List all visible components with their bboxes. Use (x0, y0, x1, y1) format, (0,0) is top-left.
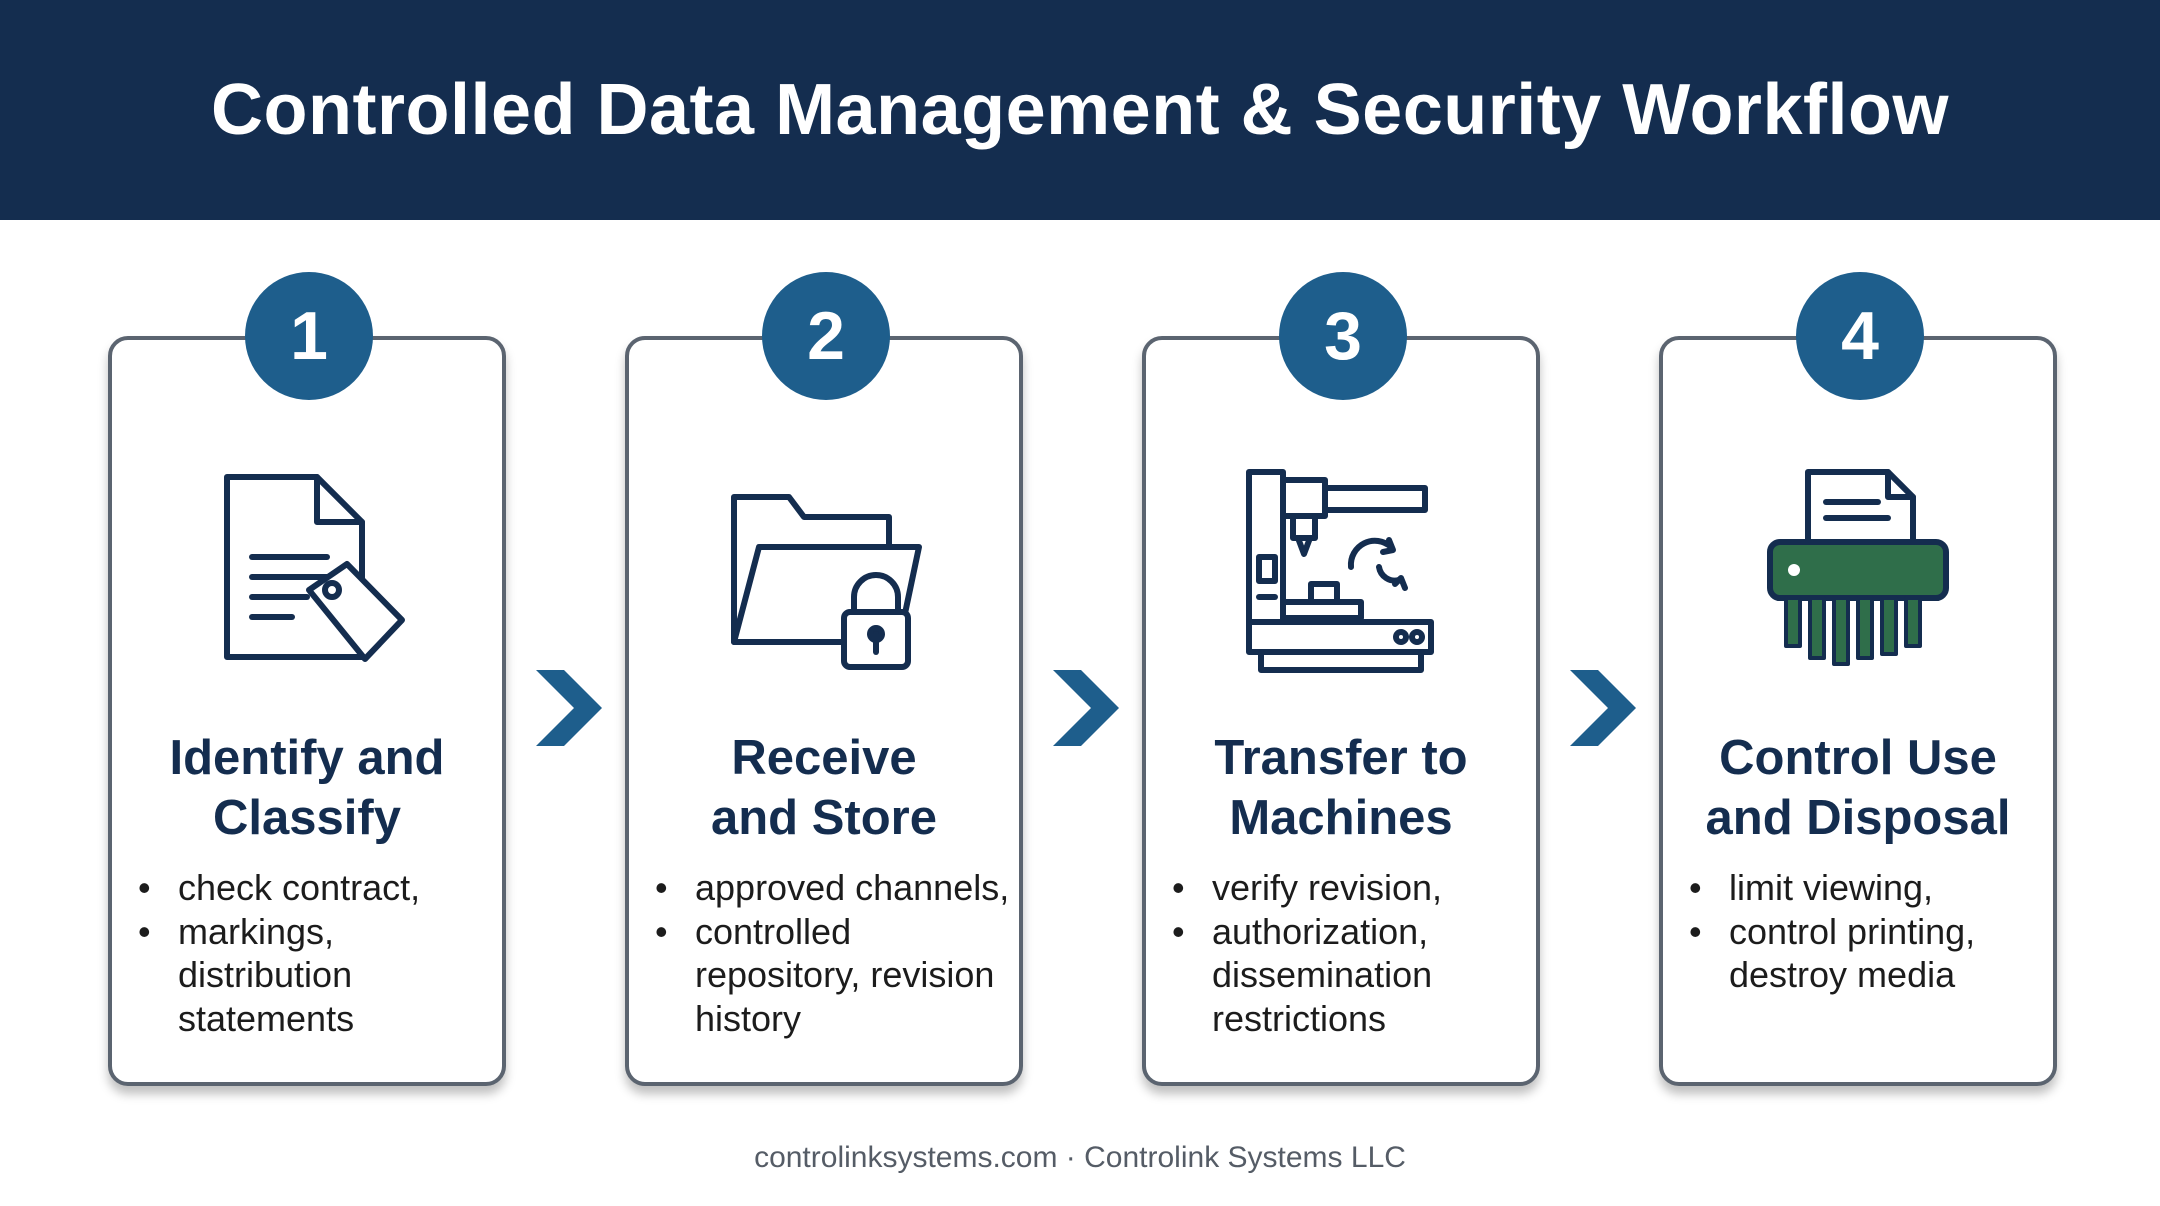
chevron-right-icon (536, 670, 602, 746)
folder-lock-icon (731, 494, 922, 670)
step-card-4 (1659, 336, 2057, 1086)
header-banner: Controlled Data Management & Security Wo… (0, 0, 2160, 220)
step-title-1: Identify and Classify (108, 728, 506, 848)
step-title-2-line-1: Receive (731, 731, 917, 785)
bullet-item: controlled (655, 910, 1009, 954)
bullet-item: authorization, (1172, 910, 1442, 954)
step-card-3 (1142, 336, 1540, 1086)
step-title-2: Receive and Store (625, 728, 1023, 848)
chevron-right-icon (1570, 670, 1636, 746)
bullet-item: control printing, (1689, 910, 1975, 954)
step-title-4-line-2: and Disposal (1705, 791, 2011, 845)
step-number-badge-3: 3 (1279, 272, 1407, 400)
page-title: Controlled Data Management & Security Wo… (211, 70, 1949, 150)
bullet-continuation: repository, revision (695, 954, 995, 995)
chevron-right-icon (1053, 670, 1119, 746)
bullet-continuation: history (695, 997, 802, 1039)
step-title-3: Transfer to Machines (1142, 728, 1540, 848)
bullet-continuation: destroy media (1729, 954, 1956, 995)
bullet-continuation: statements (178, 997, 355, 1039)
step-number-badge-2: 2 (762, 272, 890, 400)
step-bullets-4: limit viewing, control printing, destroy… (1689, 866, 1975, 997)
step-number-badge-4: 4 (1796, 272, 1924, 400)
bullet-continuation: restrictions (1212, 997, 1387, 1039)
step-title-4-line-1: Control Use (1719, 731, 1997, 785)
step-card-1 (108, 336, 506, 1086)
step-title-2-line-2: and Store (711, 791, 937, 845)
cnc-machine-icon (1246, 469, 1434, 673)
footer-credit: controlinksystems.com · Controlink Syste… (754, 1141, 1406, 1174)
step-bullets-2: approved channels, controlled repository… (655, 866, 1009, 1040)
document-tag-icon (224, 474, 405, 662)
bullet-item: approved channels, (655, 866, 1009, 910)
step-title-3-line-2: Machines (1229, 791, 1453, 845)
step-number-badge-1: 1 (245, 272, 373, 400)
bullet-item: verify revision, (1172, 866, 1442, 910)
shredder-icon (1767, 469, 1949, 666)
step-title-1-line-2: Classify (213, 791, 401, 845)
bullet-item: limit viewing, (1689, 866, 1975, 910)
step-title-4: Control Use and Disposal (1659, 728, 2057, 848)
step-bullets-3: verify revision, authorization, dissemin… (1172, 866, 1442, 1040)
bullet-continuation: distribution (178, 954, 353, 995)
bullet-continuation: dissemination (1212, 954, 1433, 995)
step-card-2 (625, 336, 1023, 1086)
step-title-1-line-1: Identify and (169, 731, 445, 785)
step-bullets-1: check contract, markings, distribution s… (138, 866, 420, 1040)
step-title-3-line-1: Transfer to (1214, 731, 1468, 785)
bullet-item: markings, (138, 910, 420, 954)
bullet-item: check contract, (138, 866, 420, 910)
